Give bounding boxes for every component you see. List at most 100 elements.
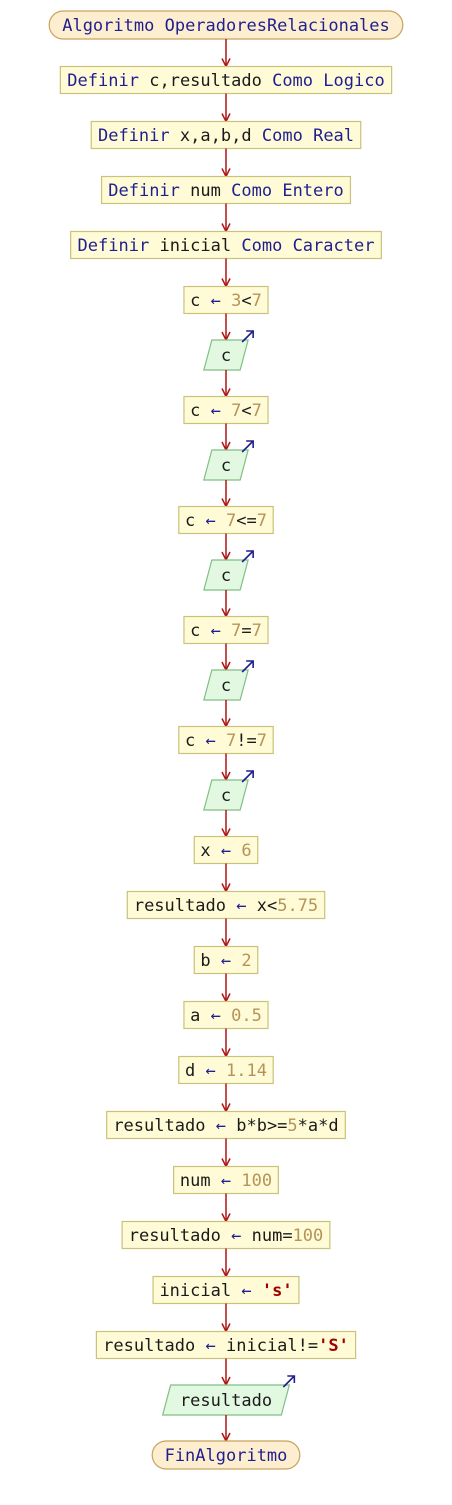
output-parallelogram-7 [203, 449, 249, 481]
token: = [282, 1226, 292, 1246]
assign-arrow-glyph: ← [221, 1171, 231, 1191]
token: Algoritmo [62, 16, 154, 36]
token [221, 291, 231, 311]
process-box-22 [152, 1275, 300, 1305]
output-7-text-group: c [221, 456, 231, 476]
end-terminal-text-group: FinAlgoritmo [165, 1446, 288, 1466]
token: 's' [262, 1281, 293, 1301]
token: d [241, 126, 251, 146]
token [313, 71, 323, 91]
token: c [190, 621, 200, 641]
process-17-label: a ← 0.5 [190, 1006, 262, 1026]
process-8-label: c ← 7<=7 [185, 511, 267, 531]
output-9-label: c [221, 566, 231, 586]
token: c [221, 676, 231, 696]
token [195, 731, 205, 751]
token [200, 401, 210, 421]
assign-arrow-glyph: ← [211, 401, 221, 421]
output-arrow-icon [241, 330, 254, 343]
process-16-text-group: b ← 2 [200, 951, 251, 971]
token [216, 1336, 226, 1356]
token: d [185, 1061, 195, 1081]
output-7-label: c [221, 456, 231, 476]
assign-arrow-glyph: ← [216, 1116, 226, 1136]
token: b [236, 1116, 246, 1136]
token [221, 1226, 231, 1246]
process-box-18 [178, 1055, 274, 1085]
process-box-3 [70, 230, 382, 260]
token: Definir [98, 126, 170, 146]
token: FinAlgoritmo [165, 1446, 288, 1466]
token: inicial [226, 1336, 298, 1356]
token: 5.75 [277, 896, 318, 916]
token: resultado [180, 1391, 272, 1411]
output-5-label: c [221, 346, 231, 366]
token [303, 126, 313, 146]
process-17-text-group: a ← 0.5 [190, 1006, 262, 1026]
token: >= [267, 1116, 287, 1136]
process-18-label: d ← 1.14 [185, 1061, 267, 1081]
token: 7 [257, 511, 267, 531]
token: 6 [241, 841, 251, 861]
token: num [180, 1171, 211, 1191]
token [211, 951, 221, 971]
start-terminal-label: Algoritmo OperadoresRelacionales [62, 16, 390, 36]
token: c [221, 346, 231, 366]
token: != [298, 1336, 318, 1356]
process-box-1 [90, 120, 362, 150]
token: num [252, 1226, 283, 1246]
token [282, 236, 292, 256]
process-4-text-group: c ← 3<7 [190, 291, 262, 311]
token: b [221, 126, 231, 146]
token [231, 1171, 241, 1191]
end-terminal-shape [151, 1440, 301, 1470]
token: d [328, 1116, 338, 1136]
assign-arrow-glyph: ← [206, 731, 216, 751]
process-box-21 [121, 1220, 331, 1250]
process-18-text-group: d ← 1.14 [185, 1061, 267, 1081]
token: resultado [103, 1336, 195, 1356]
process-14-text-group: x ← 6 [200, 841, 251, 861]
token: b [257, 1116, 267, 1136]
process-20-label: num ← 100 [180, 1171, 272, 1191]
process-box-23 [95, 1330, 357, 1360]
token: num [190, 181, 221, 201]
process-21-label: resultado ← num=100 [129, 1226, 324, 1246]
token [180, 181, 190, 201]
output-24-label: resultado [180, 1391, 272, 1411]
token: * [318, 1116, 328, 1136]
output-5-text-group: c [221, 346, 231, 366]
process-2-label: Definir num Como Entero [108, 181, 344, 201]
token [211, 1171, 221, 1191]
token: Como [272, 71, 313, 91]
token [195, 511, 205, 531]
process-23-text-group: resultado ← inicial!='S' [103, 1336, 349, 1356]
assign-arrow-glyph: ← [231, 1226, 241, 1246]
token [231, 841, 241, 861]
token: , [231, 126, 241, 146]
token: Logico [323, 71, 384, 91]
token: c [185, 731, 195, 751]
assign-arrow-glyph: ← [211, 1006, 221, 1026]
token [200, 621, 210, 641]
start-terminal-text-group: Algoritmo OperadoresRelacionales [62, 16, 390, 36]
process-box-14 [193, 835, 259, 865]
token [231, 1281, 241, 1301]
token: Definir [67, 71, 139, 91]
token: 100 [241, 1171, 272, 1191]
token: c [185, 511, 195, 531]
token: resultado [113, 1116, 205, 1136]
process-6-text-group: c ← 7<7 [190, 401, 262, 421]
token [216, 731, 226, 751]
output-parallelogram-13 [203, 779, 249, 811]
token [226, 896, 236, 916]
token [252, 126, 262, 146]
process-box-12 [178, 725, 274, 755]
token: 0.5 [231, 1006, 262, 1026]
token [154, 16, 164, 36]
token: 7 [252, 401, 262, 421]
token: c [149, 71, 159, 91]
process-box-6 [183, 395, 269, 425]
process-box-19 [106, 1110, 346, 1140]
token: 7 [226, 511, 236, 531]
